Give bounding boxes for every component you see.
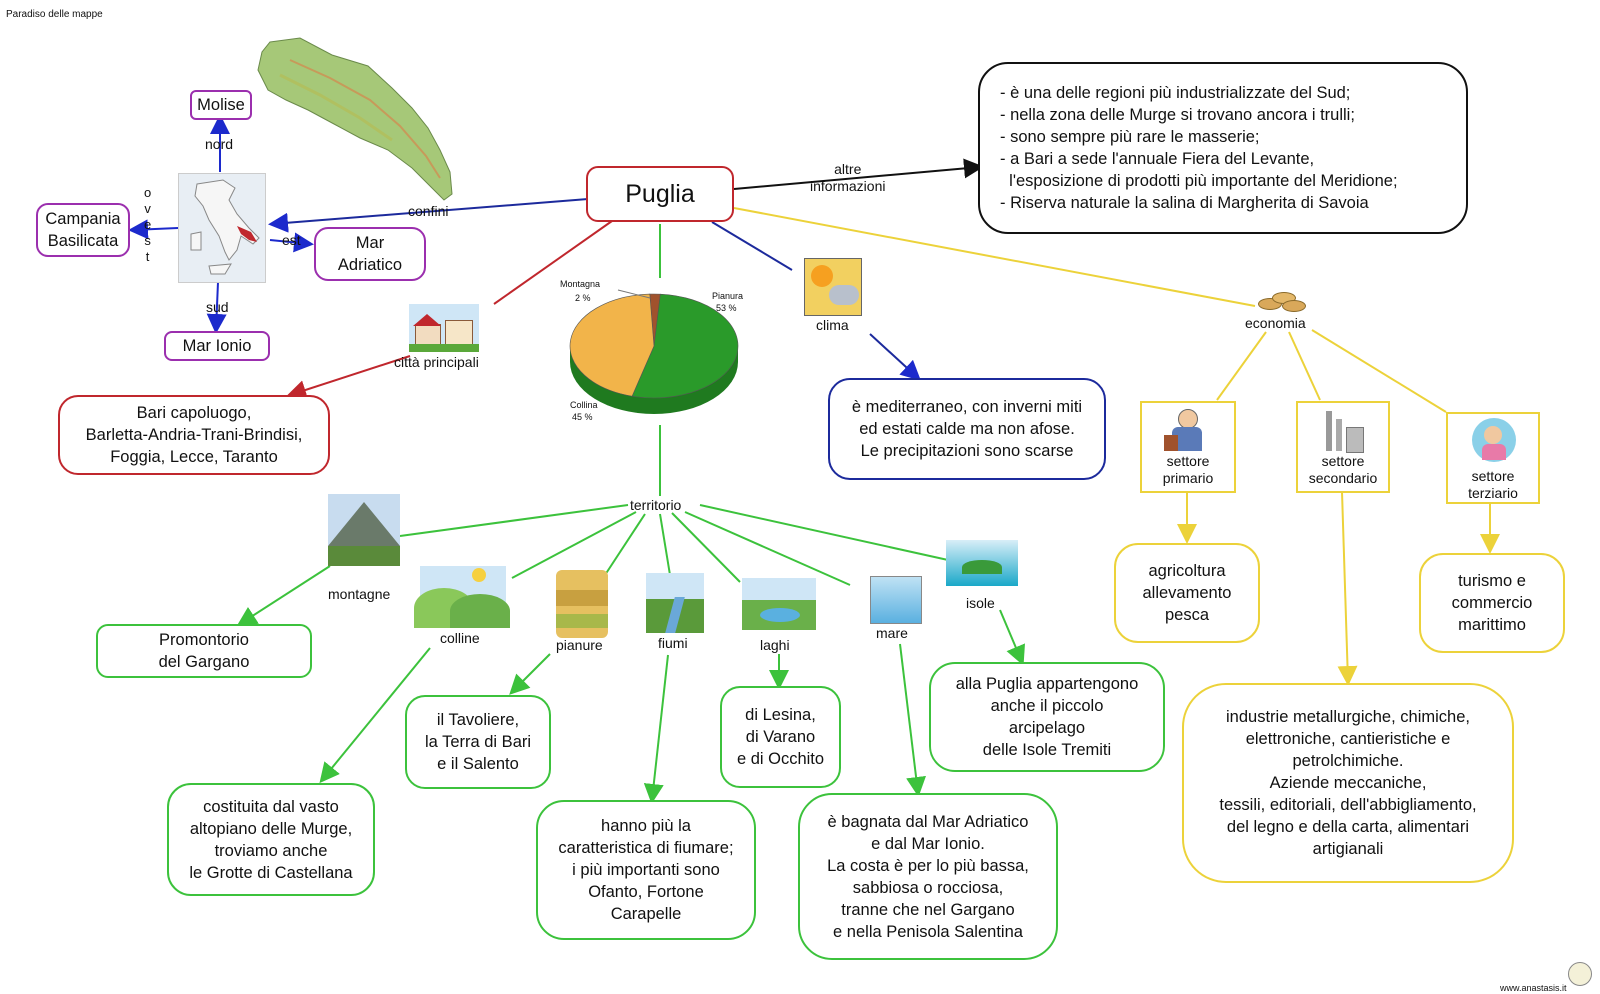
pie-collina-value: 45 % — [572, 412, 593, 422]
settore-secondario-label: settore secondario — [1308, 453, 1378, 486]
colline-detail-node: costituita dal vasto altopiano delle Mur… — [167, 783, 375, 896]
isole-label: isole — [966, 595, 995, 611]
mountain-icon — [328, 494, 400, 566]
settore-primario-node: settore primario — [1140, 401, 1236, 493]
settore-secondario-node: settore secondario — [1296, 401, 1390, 493]
citta-principali-node: Bari capoluogo, Barletta-Andria-Trani-Br… — [58, 395, 330, 475]
island-icon — [946, 540, 1018, 586]
altre-informazioni-label: altre informazioni — [810, 161, 886, 194]
footer-url: www.anastasis.it — [1500, 983, 1567, 993]
plains-icon — [556, 570, 608, 638]
sud-label: sud — [206, 299, 229, 315]
terziario-detail-node: turismo e commercio marittimo — [1419, 553, 1565, 653]
coins-icon — [1258, 292, 1306, 312]
settore-terziario-node: settore terziario — [1446, 412, 1540, 504]
weather-icon — [804, 258, 862, 316]
molise-node: Molise — [190, 90, 252, 120]
fiumi-label: fiumi — [658, 635, 688, 651]
fiumi-detail-node: hanno più la caratteristica di fiumare; … — [536, 800, 756, 940]
italy-map-icon — [178, 173, 266, 283]
mare-label: mare — [876, 625, 908, 641]
laghi-label: laghi — [760, 637, 790, 653]
lake-icon — [742, 578, 816, 630]
settore-terziario-label: settore terziario — [1468, 468, 1518, 501]
pie-montagna-label: Montagna — [560, 279, 601, 289]
pie-pianura-value: 53 % — [716, 303, 737, 313]
clima-node: è mediterraneo, con inverni miti ed esta… — [828, 378, 1106, 480]
montagne-detail-node: Promontorio del Gargano — [96, 624, 312, 678]
ovest-label: o v e s t — [144, 185, 152, 264]
campania-basilicata-node: Campania Basilicata — [36, 203, 130, 257]
pianure-label: pianure — [556, 637, 603, 653]
colline-label: colline — [440, 630, 480, 646]
factory-icon — [1320, 407, 1366, 453]
pianure-detail-node: il Tavoliere, la Terra di Bari e il Sale… — [405, 695, 551, 789]
farmer-icon — [1164, 409, 1212, 453]
economia-label: economia — [1245, 315, 1306, 331]
clima-label: clima — [816, 317, 849, 333]
logo-icon — [1568, 962, 1592, 986]
pie-pianura-label: Pianura — [712, 291, 744, 301]
settore-primario-label: settore primario — [1162, 453, 1214, 486]
town-icon — [409, 304, 479, 352]
citta-principali-label: città principali — [394, 354, 479, 370]
secondario-detail-node: industrie metallurgiche, chimiche, elett… — [1182, 683, 1514, 883]
sea-icon — [870, 576, 922, 624]
river-icon — [646, 573, 704, 633]
altre-informazioni-node: - è una delle regioni più industrializza… — [978, 62, 1468, 234]
puglia-central-node: Puglia — [586, 166, 734, 222]
confini-label: confini — [408, 203, 449, 219]
mar-ionio-node: Mar Ionio — [164, 331, 270, 361]
pie-montagna-value: 2 % — [575, 293, 591, 303]
tourist-icon — [1472, 418, 1516, 462]
montagne-label: montagne — [328, 586, 391, 602]
nord-label: nord — [205, 136, 234, 152]
territorio-label: territorio — [630, 497, 682, 513]
laghi-detail-node: di Lesina, di Varano e di Occhito — [720, 686, 841, 788]
mare-detail-node: è bagnata dal Mar Adriatico e dal Mar Io… — [798, 793, 1058, 960]
pie-collina-label: Collina — [570, 400, 598, 410]
primario-detail-node: agricoltura allevamento pesca — [1114, 543, 1260, 643]
mar-adriatico-node: Mar Adriatico — [314, 227, 426, 281]
header-title: Paradiso delle mappe — [6, 9, 103, 20]
isole-detail-node: alla Puglia appartengono anche il piccol… — [929, 662, 1165, 772]
hills-icon — [414, 566, 510, 628]
est-label: est — [282, 232, 301, 248]
